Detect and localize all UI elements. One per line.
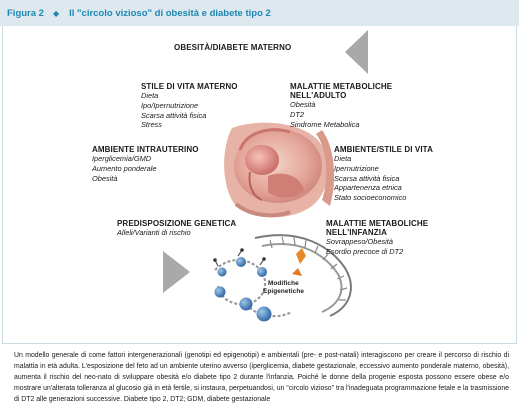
list-item: Aumento ponderale [92,163,157,173]
list-item: Ipo/Ipernutrizione [141,100,199,110]
figure-header: Figura 2 ◆ Il "circolo vizioso" di obesi… [0,0,519,26]
arrow-right-icon [163,251,190,293]
malattie-infanzia-title-1: MALATTIE METABOLICHE [326,219,429,228]
figure-title: Il "circolo vizioso" di obesità e diabet… [69,7,271,19]
list-item: Scarsa attività fisica [141,110,207,120]
diamond-icon: ◆ [52,8,60,18]
malattie-adulto-list: Obesità DT2 Sindrome Metabolica [290,100,359,129]
list-item: Dieta [334,154,352,163]
arrow-left-icon [345,30,368,74]
diagram-artwork [163,30,368,322]
modifiche-label-1: Modifiche [268,280,299,287]
top-heading: OBESITÀ/DIABETE MATERNO [174,43,292,52]
malattie-adulto-title-1: MALATTIE METABOLICHE [290,82,393,91]
figure-caption: Un modello generale di come fattori inte… [14,352,509,404]
ambiente-intrauterino-title: AMBIENTE INTRAUTERINO [92,145,199,154]
ambiente-intrauterino-list: Iperglicemia/GMD Aumento ponderale Obesi… [92,154,157,183]
list-item: Alleli/Varianti di rischio [117,228,191,237]
list-item: Sovrappeso/Obesità [326,237,393,246]
malattie-infanzia-title-2: NELL'INFANZIA [326,228,387,237]
list-item: Sindrome Metabolica [290,119,360,129]
stile-vita-materno-list: Dieta Ipo/Ipernutrizione Scarsa attività… [141,91,206,130]
malattie-adulto-title-2: NELL'ADULTO [290,91,347,100]
list-item: Appartenenza etnica [334,183,402,193]
figure-number: Figura 2 [7,7,44,19]
list-item: Stato socioeconomico [334,193,407,203]
list-item: Iperglicemia/GMD [92,154,152,163]
ambiente-stile-list: Dieta Ipernutrizione Scarsa attività fis… [334,154,406,203]
modifiche-label-2: Epigenetiche [263,288,304,295]
dna-illustration [213,234,352,322]
list-item: Scarsa attività fisica [334,173,400,183]
list-item: Obesità [92,173,118,183]
ambiente-stile-title: AMBIENTE/STILE DI VITA [334,145,433,154]
stile-vita-materno-title: STILE DI VITA MATERNO [141,82,238,91]
predisposizione-title: PREDISPOSIZIONE GENETICA [117,219,237,228]
pregnancy-illustration [224,122,335,218]
predisposizione-list: Alleli/Varianti di rischio [117,228,191,238]
malattie-infanzia-list: Sovrappeso/Obesità Esordio precoce di DT… [326,237,403,257]
list-item: Esordio precoce di DT2 [326,246,404,256]
list-item: Obesità [290,100,316,109]
list-item: Stress [141,120,162,130]
list-item: DT2 [290,109,304,119]
list-item: Dieta [141,91,159,100]
list-item: Ipernutrizione [334,163,379,173]
